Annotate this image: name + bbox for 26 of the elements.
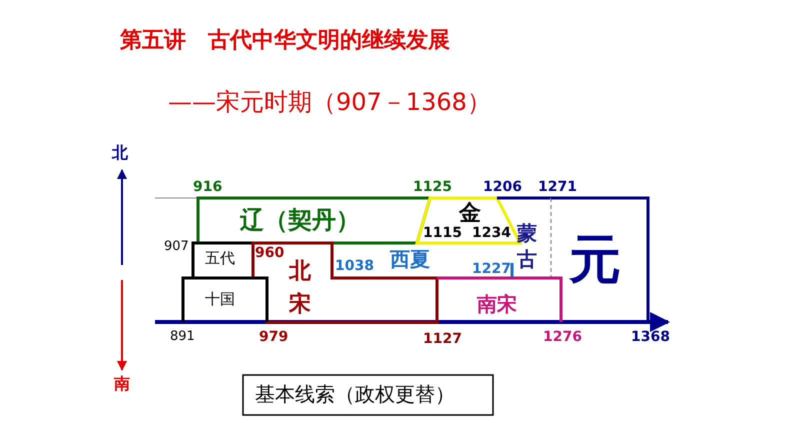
year-label: 1234 [472, 226, 511, 240]
period-name: 金 [459, 203, 481, 225]
direction-label: 北 [112, 145, 128, 161]
period-name: 五代 [205, 251, 235, 266]
period-name: 十国 [205, 292, 235, 307]
year-label: 907 [164, 240, 189, 253]
year-label: 979 [259, 330, 288, 344]
year-label: 960 [255, 246, 284, 260]
year-label: 1276 [543, 330, 582, 344]
period-name: 蒙古 [517, 220, 537, 272]
subtitle: ——宋元时期（907－1368） [168, 90, 491, 114]
period-name: 北宋 [289, 258, 311, 319]
year-label: 1271 [538, 180, 577, 194]
title: 第五讲 古代中华文明的继续发展 [120, 30, 450, 52]
heading-text: 基本线索（政权更替） [255, 384, 455, 404]
direction-label: 南 [114, 376, 130, 392]
period-name: 南宋 [477, 294, 517, 314]
year-label: 1206 [483, 180, 522, 194]
period-name: 元 [569, 234, 621, 286]
year-label: 1368 [631, 330, 670, 344]
year-label: 1127 [423, 332, 462, 346]
year-label: 1115 [423, 226, 462, 240]
year-label: 1125 [413, 180, 452, 194]
year-label: 916 [193, 180, 222, 194]
year-label: 891 [170, 330, 195, 343]
period-name: 辽（契丹） [240, 208, 360, 232]
